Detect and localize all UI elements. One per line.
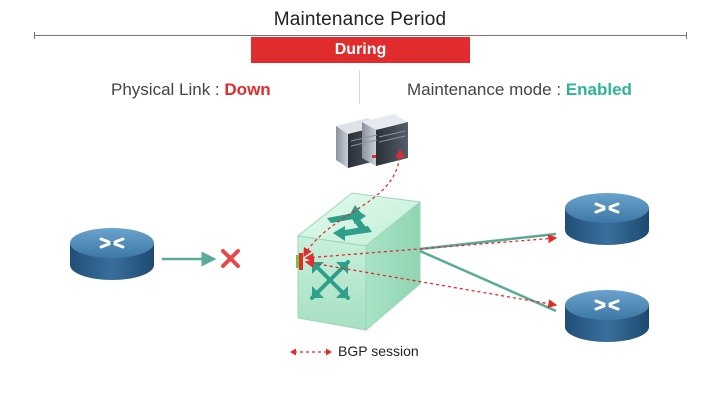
switch-icon	[296, 192, 422, 332]
maintenance-mode-value: Enabled	[565, 80, 632, 99]
phase-banner: During	[251, 37, 470, 63]
bgp-session-to-router-bottom	[304, 258, 558, 309]
left-router-icon	[70, 228, 154, 280]
physical-link-label: Physical Link :	[111, 80, 220, 99]
server-icon	[336, 114, 408, 168]
period-timeline	[34, 32, 687, 39]
link-to-router-bottom	[419, 249, 557, 313]
maintenance-mode-status: Maintenance mode : Enabled	[407, 80, 632, 100]
bgp-legend-label: BGP session	[338, 343, 419, 359]
bgp-legend-arrow-icon	[290, 348, 332, 356]
physical-link-status: Physical Link : Down	[111, 80, 271, 100]
link-down-x-mark-icon	[221, 249, 240, 268]
right-top-router-icon	[565, 193, 649, 245]
physical-link-value: Down	[224, 80, 271, 99]
maintenance-mode-label: Maintenance mode :	[407, 80, 562, 99]
right-bottom-router-icon	[565, 290, 649, 342]
diagram-title: Maintenance Period	[273, 9, 447, 30]
status-divider	[359, 70, 360, 104]
